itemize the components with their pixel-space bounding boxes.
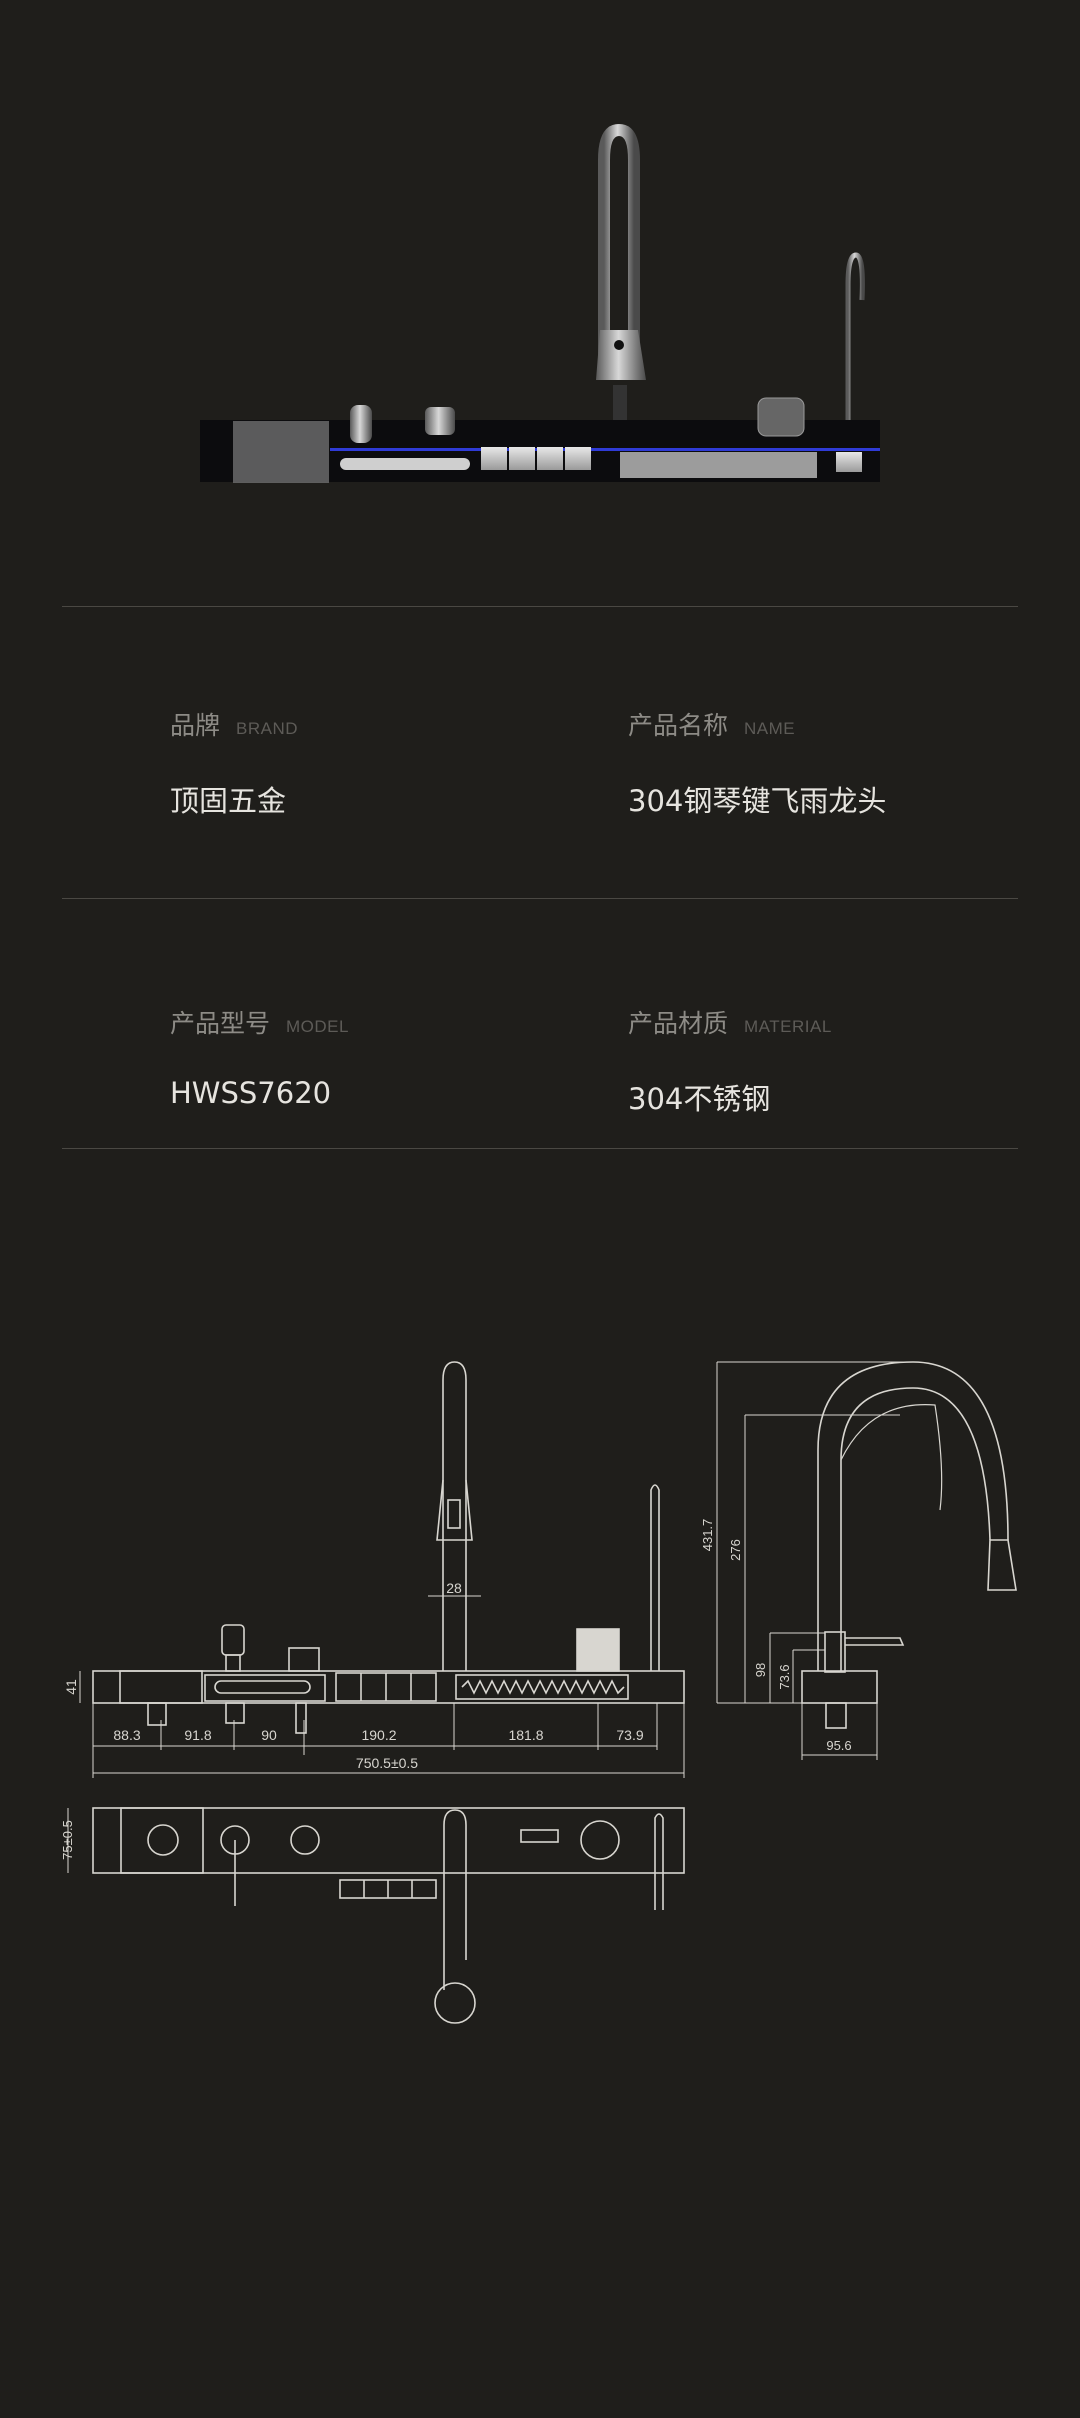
waterfall-outlet xyxy=(620,452,817,478)
model-value: HWSS7620 xyxy=(170,1076,332,1110)
product-render xyxy=(200,123,880,483)
name-value: 304钢琴键飞雨龙头 xyxy=(628,784,887,818)
dim-spout-height: 276 xyxy=(728,1539,743,1561)
slot-light xyxy=(340,458,470,470)
divider xyxy=(62,898,1018,899)
dim-height-41: 41 xyxy=(63,1679,79,1695)
soap-dispenser xyxy=(350,405,372,443)
top-view: 75±0.5 xyxy=(60,1807,685,2024)
dim-190-2: 190.2 xyxy=(361,1727,396,1743)
dim-total-width: 750.5±0.5 xyxy=(356,1755,418,1771)
dim-90: 90 xyxy=(261,1727,277,1743)
technical-drawing: 88.3 91.8 90 190.2 181.8 73.9 750.5±0.5 … xyxy=(60,1361,1017,2024)
temperature-dial xyxy=(757,397,805,437)
main-pull-out-faucet xyxy=(596,123,646,437)
dim-spout-dia: 28 xyxy=(446,1580,462,1596)
side-drinking-faucet xyxy=(845,252,865,420)
dim-base-width: 95.6 xyxy=(826,1738,851,1753)
dim-91-8: 91.8 xyxy=(184,1727,211,1743)
side-view: 431.7 276 98 73.6 95.6 xyxy=(700,1361,1017,1760)
piano-keys xyxy=(481,447,591,470)
brand-value: 顶固五金 xyxy=(170,784,287,818)
material-value: 304不锈钢 xyxy=(628,1082,771,1116)
dim-total-height: 431.7 xyxy=(700,1519,715,1552)
dim-88-3: 88.3 xyxy=(113,1727,140,1743)
knob xyxy=(425,407,455,435)
dim-73-6: 73.6 xyxy=(777,1664,792,1689)
dim-181-8: 181.8 xyxy=(508,1727,543,1743)
divider xyxy=(62,606,1018,607)
front-view: 88.3 91.8 90 190.2 181.8 73.9 750.5±0.5 … xyxy=(63,1361,685,1778)
divider xyxy=(62,1148,1018,1149)
dim-depth: 75±0.5 xyxy=(60,1820,75,1860)
led-strip xyxy=(330,448,880,451)
dim-98: 98 xyxy=(753,1663,768,1677)
dim-73-9: 73.9 xyxy=(616,1727,643,1743)
drain-basket xyxy=(233,421,329,483)
side-key xyxy=(836,452,862,472)
